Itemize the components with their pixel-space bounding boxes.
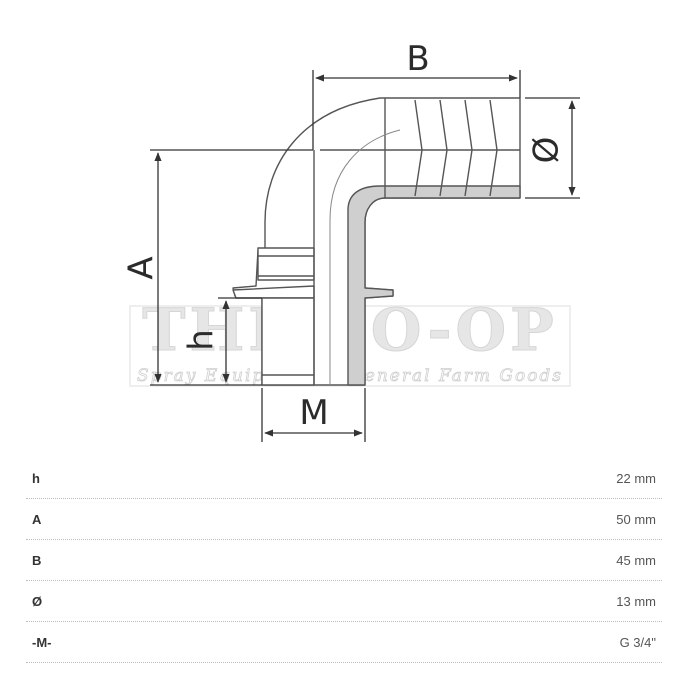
dim-label-h: h — [182, 329, 222, 351]
spec-label: -M- — [32, 634, 52, 650]
dim-label-A: A — [122, 256, 162, 279]
spec-label: A — [32, 511, 42, 527]
spec-label: h — [32, 470, 40, 486]
hose-barbs — [384, 98, 498, 198]
hex-nut — [257, 247, 315, 281]
spec-value: 22 mm — [616, 470, 656, 486]
spec-value: 13 mm — [616, 593, 656, 609]
thread-body — [261, 297, 315, 386]
spec-row-diameter: Ø 13 mm — [26, 581, 662, 622]
spec-label: B — [32, 552, 42, 568]
dim-label-B: B — [406, 39, 429, 79]
spec-table: h 22 mm A 50 mm B 45 mm Ø 13 mm -M- G 3/… — [26, 458, 662, 663]
dimension-lines — [150, 70, 580, 442]
spec-row-b: B 45 mm — [26, 540, 662, 581]
spec-value: G 3/4" — [619, 634, 656, 650]
spec-value: 50 mm — [616, 511, 656, 527]
spec-label: Ø — [32, 593, 43, 609]
dim-label-M: M — [299, 393, 328, 433]
elbow-fitting-diagram: THE CO-OP Spray Equipment & General Farm… — [122, 39, 580, 442]
spec-value: 45 mm — [616, 552, 656, 568]
dim-label-diameter: Ø — [527, 137, 567, 164]
elbow-fitting — [232, 97, 521, 386]
spec-row-a: A 50 mm — [26, 499, 662, 540]
inner-bore — [329, 129, 401, 385]
spec-row-m: -M- G 3/4" — [26, 622, 662, 663]
spec-row-h: h 22 mm — [26, 458, 662, 499]
section-cut — [347, 185, 521, 386]
